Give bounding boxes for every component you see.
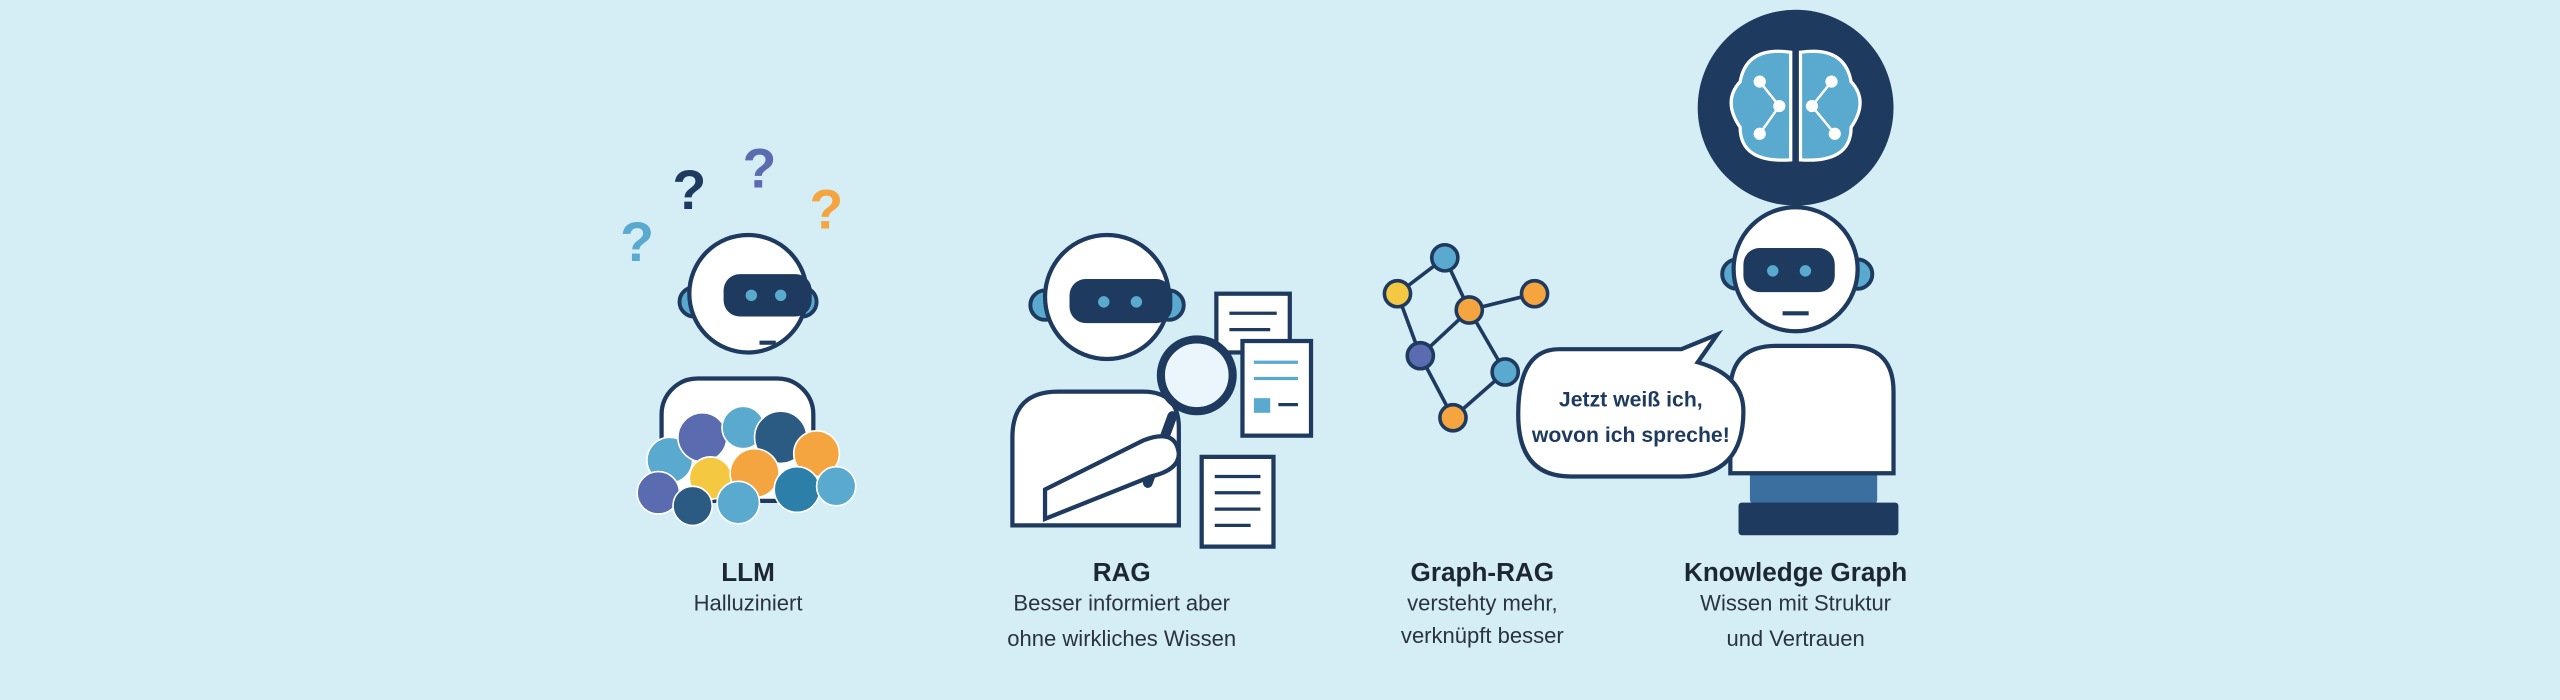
document-icon	[1240, 338, 1314, 438]
document-icon	[1199, 454, 1276, 549]
brain-icon	[1697, 9, 1894, 206]
speech-bubble: Jetzt weiß ich, wovon ich spreche!	[1516, 329, 1746, 479]
question-mark-icon: ?	[743, 138, 777, 200]
graph-network-illustration	[1382, 242, 1550, 433]
stage-label-graph-rag: Graph-RAG verstehty mehr, verknüpft bess…	[1401, 557, 1564, 648]
stage-label-llm: LLM Halluziniert	[694, 557, 803, 615]
rag-illustration	[1010, 232, 1314, 549]
svg-text:und Vertrauen: und Vertrauen	[1726, 626, 1864, 651]
svg-text:Graph-RAG: Graph-RAG	[1411, 557, 1555, 587]
svg-text:Jetzt weiß ich,: Jetzt weiß ich,	[1559, 388, 1703, 411]
svg-text:LLM: LLM	[721, 557, 775, 587]
stage-label-knowledge-graph: Knowledge Graph Wissen mit Struktur und …	[1684, 557, 1907, 651]
knowledge-graph-illustration: Jetzt weiß ich, wovon ich spreche!	[1516, 9, 1899, 536]
svg-text:ohne wirkliches Wissen: ohne wirkliches Wissen	[1007, 626, 1236, 651]
llm-illustration: ? ? ? ?	[620, 138, 857, 527]
stage-label-rag: RAG Besser informiert aber ohne wirklich…	[1007, 557, 1236, 651]
question-mark-icon: ?	[809, 178, 843, 240]
svg-text:RAG: RAG	[1093, 557, 1151, 587]
svg-text:Halluziniert: Halluziniert	[694, 590, 803, 615]
svg-text:Knowledge Graph: Knowledge Graph	[1684, 557, 1907, 587]
knowledge-blobs	[636, 405, 857, 527]
magnifier-icon	[1042, 335, 1237, 523]
svg-text:Wissen mit Struktur: Wissen mit Struktur	[1700, 590, 1891, 615]
pedestal	[1738, 502, 1899, 536]
question-mark-icon: ?	[672, 159, 706, 221]
question-mark-icon: ?	[620, 211, 654, 273]
svg-text:Besser informiert aber: Besser informiert aber	[1013, 590, 1230, 615]
svg-text:verstehty mehr,: verstehty mehr,	[1407, 590, 1557, 615]
svg-text:wovon ich spreche!: wovon ich spreche!	[1531, 424, 1730, 447]
svg-text:verknüpft besser: verknüpft besser	[1401, 623, 1564, 648]
